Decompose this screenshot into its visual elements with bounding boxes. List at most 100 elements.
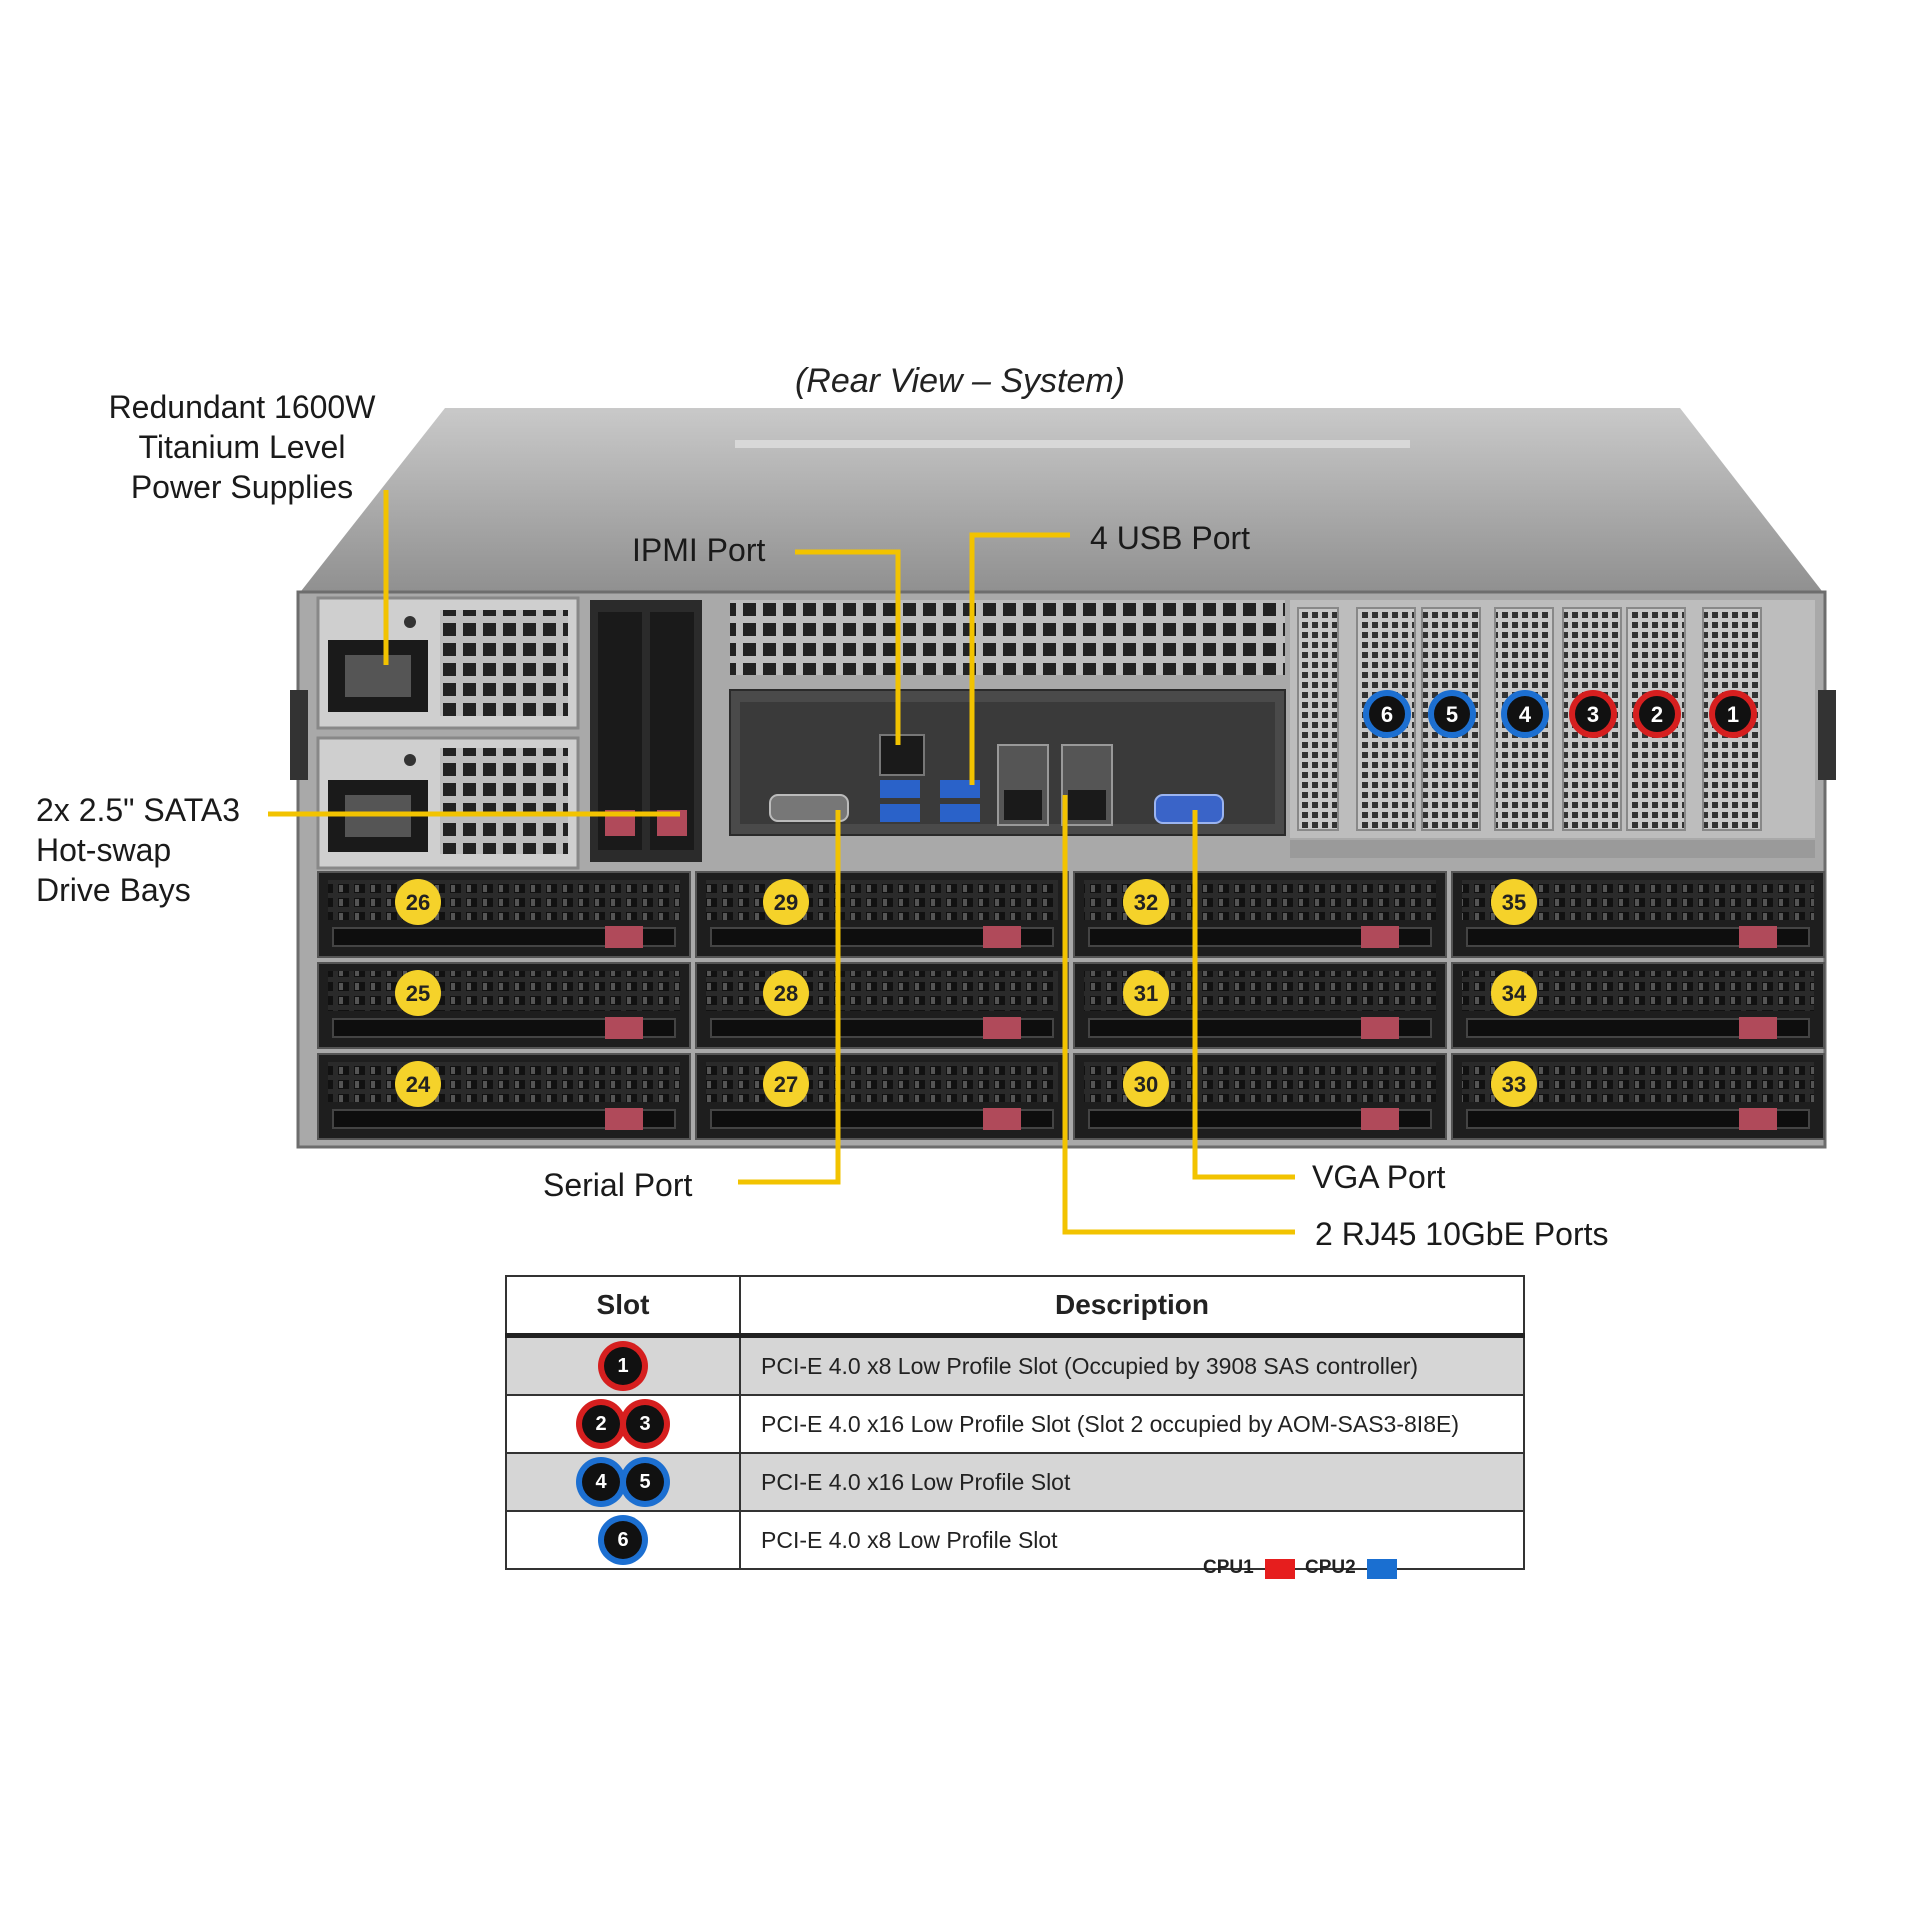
slot-chip: 1 bbox=[604, 1347, 642, 1385]
drive-bay-29: 29 bbox=[695, 871, 1069, 958]
pcie-marker-number: 5 bbox=[1446, 702, 1458, 727]
pcie-marker-5 bbox=[1428, 690, 1476, 738]
slot-chip: 3 bbox=[626, 1405, 664, 1443]
drive-bay-badge bbox=[763, 879, 809, 925]
usb-connector-2 bbox=[880, 804, 920, 822]
drive-bay-34: 34 bbox=[1451, 962, 1825, 1049]
drive-bay-number: 29 bbox=[774, 890, 798, 915]
legend-cpu1-label: CPU1 bbox=[1203, 1557, 1254, 1578]
drive-bay-badge bbox=[1123, 1061, 1169, 1107]
drive-bay-28: 28 bbox=[695, 962, 1069, 1049]
drive-bay-badge bbox=[395, 1061, 441, 1107]
pcie-slot-table-body: 1 PCI-E 4.0 x8 Low Profile Slot (Occupied… bbox=[505, 1334, 1525, 1570]
drive-bay-number: 31 bbox=[1134, 981, 1158, 1006]
drive-bay-number: 32 bbox=[1134, 890, 1158, 915]
pcie-marker-number: 6 bbox=[1381, 702, 1393, 727]
pcie-marker-number: 1 bbox=[1727, 702, 1739, 727]
legend-cpu2-swatch bbox=[1367, 1559, 1397, 1579]
callout-line-serial bbox=[738, 810, 841, 1185]
drive-bay-badge bbox=[1123, 970, 1169, 1016]
pcie-marker-4 bbox=[1501, 690, 1549, 738]
pcie-marker-number: 4 bbox=[1519, 702, 1532, 727]
table-cell-description: PCI-E 4.0 x8 Low Profile Slot bbox=[739, 1510, 1525, 1570]
drive-bay-25: 25 bbox=[317, 962, 691, 1049]
pcie-marker-number: 3 bbox=[1587, 702, 1599, 727]
label-psu-line-2: Titanium Level bbox=[138, 429, 346, 465]
pcie-marker-6 bbox=[1363, 690, 1411, 738]
chassis-left-handle bbox=[290, 690, 308, 780]
drive-bay-number: 35 bbox=[1502, 890, 1526, 915]
callout-line-rj45 bbox=[1062, 795, 1295, 1235]
label-sata-line-2: Hot-swap bbox=[36, 832, 172, 868]
table-cell-description: PCI-E 4.0 x8 Low Profile Slot (Occupied … bbox=[739, 1334, 1525, 1396]
power-supply-2 bbox=[316, 736, 580, 870]
drive-bay-badge bbox=[395, 879, 441, 925]
drive-bay-number: 34 bbox=[1502, 981, 1527, 1006]
label-usb-port: 4 USB Port bbox=[1090, 520, 1251, 556]
drive-bay-24: 24 bbox=[317, 1053, 691, 1140]
drive-bay-number: 25 bbox=[406, 981, 430, 1006]
table-cell-slot: 1 bbox=[505, 1334, 741, 1396]
drive-bay-grid: 26 29 32 35 25 28 31 34 24 27 30 33 bbox=[317, 871, 1825, 1140]
legend-cpu2-label: CPU2 bbox=[1305, 1557, 1356, 1578]
label-vga-port: VGA Port bbox=[1312, 1159, 1446, 1195]
usb-connector-1 bbox=[880, 780, 920, 798]
top-cover-seam bbox=[735, 440, 1410, 448]
drive-bay-33: 33 bbox=[1451, 1053, 1825, 1140]
pcie-marker-1 bbox=[1709, 690, 1757, 738]
rear-2-5-drive-bays bbox=[590, 600, 702, 862]
drive-bay-32: 32 bbox=[1073, 871, 1447, 958]
drive-bay-26: 26 bbox=[317, 871, 691, 958]
diagram-caption: (Rear View – System) bbox=[794, 362, 1126, 400]
chassis-right-handle bbox=[1818, 690, 1836, 780]
drive-bay-badge bbox=[1491, 970, 1537, 1016]
label-serial-port: Serial Port bbox=[543, 1167, 693, 1203]
pcie-slot-markers: 6 5 4 3 2 1 bbox=[1363, 690, 1757, 738]
drive-bay-badge bbox=[395, 970, 441, 1016]
drive-bay-31: 31 bbox=[1073, 962, 1447, 1049]
label-sata-line-3: Drive Bays bbox=[36, 872, 191, 908]
usb-connector-4 bbox=[940, 804, 980, 822]
drive-bay-number: 30 bbox=[1134, 1072, 1158, 1097]
io-shield bbox=[729, 689, 1286, 836]
slot-chip: 6 bbox=[604, 1521, 642, 1559]
label-rj45-ports: 2 RJ45 10GbE Ports bbox=[1315, 1216, 1609, 1252]
drive-bay-35: 35 bbox=[1451, 871, 1825, 958]
drive-bay-number: 28 bbox=[774, 981, 798, 1006]
drive-bay-number: 27 bbox=[774, 1072, 798, 1097]
callout-line-vga bbox=[1192, 810, 1295, 1180]
ipmi-connector bbox=[879, 734, 925, 776]
io-top-vent bbox=[730, 600, 1285, 675]
drive-bay-badge bbox=[1123, 879, 1169, 925]
drive-bay-number: 26 bbox=[406, 890, 430, 915]
label-sata-drive-bays: 2x 2.5" SATA3 Hot-swap Drive Bays bbox=[36, 790, 240, 910]
label-power-supplies: Redundant 1600W Titanium Level Power Sup… bbox=[92, 387, 392, 507]
slot-chip: 2 bbox=[582, 1405, 620, 1443]
pcie-marker-number: 2 bbox=[1651, 702, 1663, 727]
drive-bay-badge bbox=[763, 1061, 809, 1107]
serial-connector bbox=[769, 794, 849, 822]
pcie-marker-3 bbox=[1569, 690, 1617, 738]
slot-chip: 5 bbox=[626, 1463, 664, 1501]
drive-bay-badge bbox=[763, 970, 809, 1016]
table-row: 1 PCI-E 4.0 x8 Low Profile Slot (Occupied… bbox=[505, 1334, 1525, 1396]
label-psu-line-1: Redundant 1600W bbox=[108, 389, 376, 425]
power-supply-1 bbox=[316, 596, 580, 730]
callout-line-ipmi bbox=[795, 549, 901, 745]
drive-bay-number: 24 bbox=[406, 1072, 431, 1097]
slot-chip: 4 bbox=[582, 1463, 620, 1501]
drive-bay-badge bbox=[1491, 1061, 1537, 1107]
table-header-description: Description bbox=[739, 1275, 1525, 1338]
vga-connector bbox=[1154, 794, 1224, 824]
label-psu-line-3: Power Supplies bbox=[130, 469, 354, 505]
label-ipmi-port: IPMI Port bbox=[632, 532, 766, 568]
drive-bay-number: 33 bbox=[1502, 1072, 1526, 1097]
chassis-top-cover bbox=[298, 408, 1825, 595]
table-header-slot: Slot bbox=[505, 1275, 741, 1338]
drive-bay-30: 30 bbox=[1073, 1053, 1447, 1140]
